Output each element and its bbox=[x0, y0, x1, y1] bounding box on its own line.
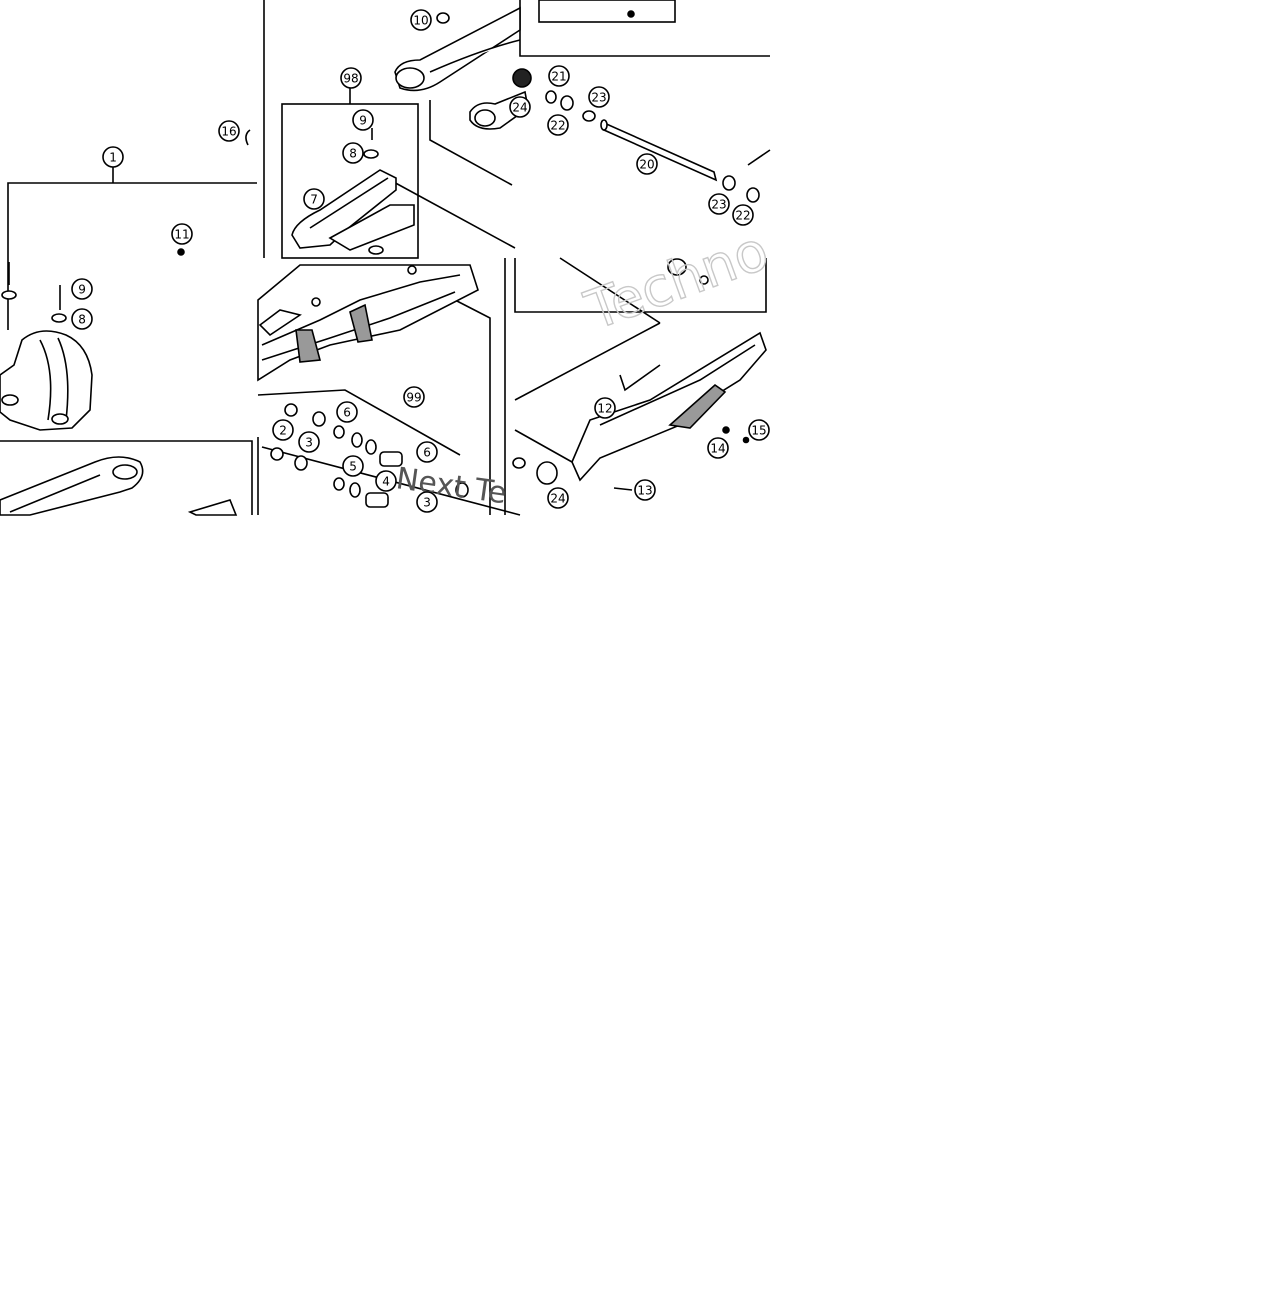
callout-9a: 9 bbox=[352, 109, 374, 131]
chain-guard-part bbox=[571, 331, 767, 482]
callout-8a-label: 8 bbox=[349, 147, 357, 161]
callout-9b-label: 9 bbox=[78, 283, 86, 297]
callout-21-label: 21 bbox=[551, 70, 566, 84]
callout-22a: 22 bbox=[547, 114, 569, 136]
callout-23a: 23 bbox=[588, 86, 610, 108]
callout-14: 14 bbox=[707, 437, 729, 459]
callout-3a: 3 bbox=[298, 431, 320, 453]
callout-11-label: 11 bbox=[174, 228, 189, 242]
callout-98-label: 98 bbox=[343, 72, 358, 86]
callout-24a-label: 24 bbox=[512, 101, 527, 115]
callout-24b-label: 24 bbox=[550, 492, 565, 506]
callout-11: 11 bbox=[171, 223, 193, 245]
chain-slider-part bbox=[291, 169, 415, 255]
callout-21: 21 bbox=[548, 65, 570, 87]
callout-16-label: 16 bbox=[221, 125, 236, 139]
watermark-secondary: Next Te bbox=[394, 461, 509, 511]
callout-5-label: 5 bbox=[349, 460, 357, 474]
callout-15-label: 15 bbox=[751, 424, 766, 438]
callout-9b: 9 bbox=[71, 278, 93, 300]
callout-22b-label: 22 bbox=[735, 209, 750, 223]
callout-14-label: 14 bbox=[710, 442, 725, 456]
callout-10: 10 bbox=[410, 9, 432, 31]
callout-24a: 24 bbox=[509, 96, 531, 118]
callout-9a-label: 9 bbox=[359, 114, 367, 128]
callout-23a-label: 23 bbox=[591, 91, 606, 105]
callout-10-label: 10 bbox=[413, 14, 428, 28]
callout-12-label: 12 bbox=[597, 402, 612, 416]
callout-6a: 6 bbox=[336, 401, 358, 423]
callout-20-label: 20 bbox=[639, 158, 654, 172]
callout-3b: 3 bbox=[416, 491, 438, 513]
callout-7-label: 7 bbox=[310, 193, 318, 207]
callout-23b: 23 bbox=[708, 193, 730, 215]
callout-4-label: 4 bbox=[382, 475, 390, 489]
swingarm-arm-upper bbox=[394, 6, 521, 92]
callout-4: 4 bbox=[375, 470, 397, 492]
watermark-primary: Techno bbox=[577, 219, 776, 343]
callout-99-label: 99 bbox=[406, 391, 421, 405]
callout-98: 98 bbox=[340, 67, 362, 89]
callout-99: 99 bbox=[403, 386, 425, 408]
callout-13-label: 13 bbox=[637, 484, 652, 498]
hardware-rings bbox=[1, 12, 760, 508]
callout-2a: 2 bbox=[272, 419, 294, 441]
callout-6a-label: 6 bbox=[343, 406, 351, 420]
callout-15: 15 bbox=[748, 419, 770, 441]
callout-1-label: 1 bbox=[109, 151, 117, 165]
callout-8a: 8 bbox=[342, 142, 364, 164]
callout-13: 13 bbox=[634, 479, 656, 501]
callout-1: 1 bbox=[102, 146, 124, 168]
callout-5: 5 bbox=[342, 455, 364, 477]
callout-3b-label: 3 bbox=[423, 496, 431, 510]
callout-23b-label: 23 bbox=[711, 198, 726, 212]
callout-22b: 22 bbox=[732, 204, 754, 226]
swingarm-main bbox=[257, 264, 479, 382]
callout-6b-label: 6 bbox=[423, 446, 431, 460]
mudguard-part bbox=[0, 330, 93, 431]
callout-6b: 6 bbox=[416, 441, 438, 463]
callout-22a-label: 22 bbox=[550, 119, 565, 133]
callout-20: 20 bbox=[636, 153, 658, 175]
callout-2a-label: 2 bbox=[279, 424, 287, 438]
callout-8b-label: 8 bbox=[78, 313, 86, 327]
callout-16: 16 bbox=[218, 120, 240, 142]
bolts bbox=[8, 10, 750, 491]
callout-8b: 8 bbox=[71, 308, 93, 330]
callout-7: 7 bbox=[303, 188, 325, 210]
swingarm-left bbox=[0, 456, 238, 516]
callout-12: 12 bbox=[594, 397, 616, 419]
callout-3a-label: 3 bbox=[305, 436, 313, 450]
pivot-shaft-part bbox=[600, 119, 718, 182]
callout-24b: 24 bbox=[547, 487, 569, 509]
